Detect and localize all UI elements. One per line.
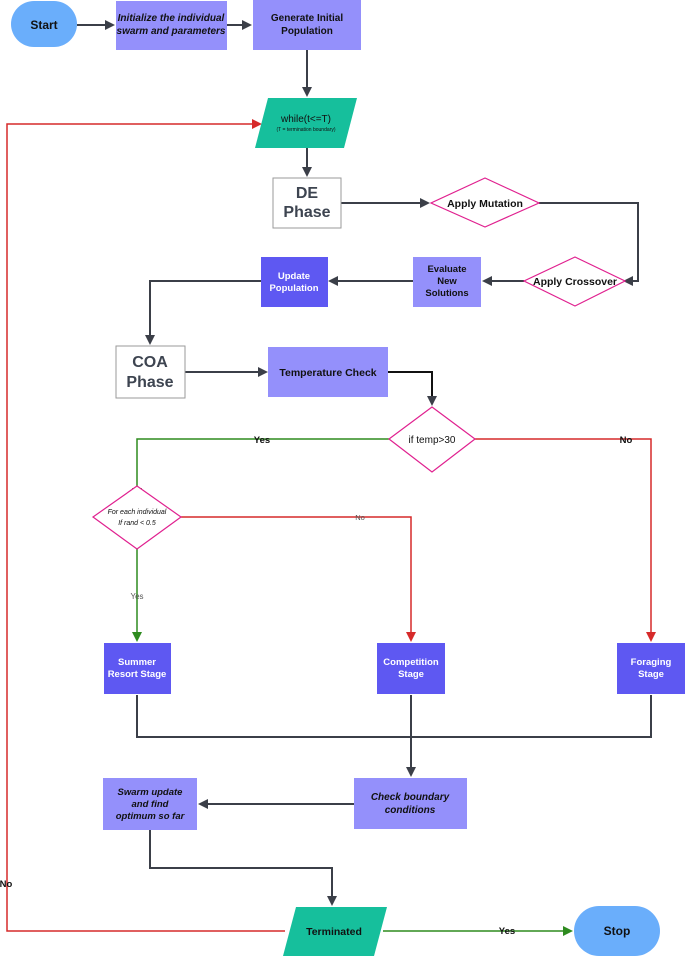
edge-rand-no (181, 516, 416, 642)
edge-temp-yes (132, 438, 389, 498)
stop-label: Stop (604, 924, 631, 938)
edge-summer-merge (136, 695, 652, 738)
boundary-process: Check boundary conditions (354, 778, 467, 829)
evaluate-line2: New (437, 276, 457, 287)
stop-terminal: Stop (574, 906, 660, 956)
rand-decision-line2: If rand < 0.5 (118, 520, 156, 527)
term-no-label: No (0, 879, 13, 890)
coa-phase-line2: Phase (126, 374, 173, 391)
swarm-line2: and find (132, 799, 169, 810)
edge-term-no (6, 119, 285, 932)
summer-line2: Resort Stage (108, 669, 167, 680)
mutation-decision: Apply Mutation (429, 177, 541, 228)
rand-no-label: No (355, 513, 365, 522)
competition-line2: Stage (398, 669, 424, 680)
temp-no-label: No (620, 435, 633, 446)
de-phase-line1: DE (296, 185, 319, 202)
edge-update-coa (145, 280, 261, 345)
summer-process: Summer Resort Stage (104, 643, 171, 694)
generate-label-line2: Population (281, 26, 333, 37)
coa-phase: COA Phase (115, 345, 186, 399)
rand-decision: For each individual If rand < 0.5 (91, 485, 183, 550)
crossover-label: Apply Crossover (533, 276, 617, 288)
foraging-line1: Foraging (631, 657, 672, 668)
term-yes-label: Yes (499, 926, 515, 937)
edge-temp-decision (388, 371, 437, 406)
swarm-update-process: Swarm update and find optimum so far (103, 778, 197, 830)
foraging-process: Foraging Stage (617, 643, 685, 694)
while-sublabel: (T = termination boundary) (277, 127, 336, 133)
foraging-line2: Stage (638, 669, 664, 680)
evaluate-line1: Evaluate (427, 264, 466, 275)
temp-yes-label: Yes (254, 435, 270, 446)
competition-line1: Competition (383, 657, 439, 668)
temp-decision: if temp>30 (388, 406, 476, 473)
competition-process: Competition Stage (377, 643, 445, 694)
init-process: Initialize the individual swarm and para… (116, 1, 227, 50)
swarm-line3: optimum so far (116, 811, 186, 822)
crossover-decision: Apply Crossover (522, 256, 627, 307)
while-loop: while(t<=T) (T = termination boundary) (255, 98, 357, 148)
init-label-line1: Initialize the individual (118, 13, 225, 24)
edges (6, 20, 656, 936)
init-label-line2: swarm and parameters (117, 26, 226, 37)
start-label: Start (30, 18, 57, 32)
temp-decision-label: if temp>30 (409, 435, 456, 446)
boundary-line2: conditions (385, 805, 436, 816)
start-terminal: Start (11, 1, 77, 47)
terminated-decision: Terminated (283, 907, 387, 956)
mutation-label: Apply Mutation (447, 198, 523, 210)
update-line1: Update (278, 271, 310, 282)
generate-label-line1: Generate Initial (271, 13, 343, 24)
evaluate-process: Evaluate New Solutions (413, 257, 481, 307)
de-phase: DE Phase (272, 177, 342, 229)
summer-line1: Summer (118, 657, 156, 668)
terminated-label: Terminated (306, 926, 362, 938)
rand-yes-label: Yes (130, 592, 143, 601)
generate-process: Generate Initial Population (253, 0, 361, 50)
edge-swarm-terminated (149, 830, 337, 906)
temp-check-label: Temperature Check (279, 367, 376, 379)
de-phase-line2: Phase (283, 204, 330, 221)
edge-mutation-crossover (539, 202, 639, 286)
while-label: while(t<=T) (280, 114, 331, 125)
update-process: Update Population (261, 257, 328, 307)
evaluate-line3: Solutions (425, 288, 468, 299)
boundary-line1: Check boundary (371, 792, 450, 803)
edge-labels: Yes No Yes No Yes No (0, 435, 633, 937)
temp-check-process: Temperature Check (268, 347, 388, 397)
update-line2: Population (269, 283, 318, 294)
edge-temp-no (475, 438, 656, 642)
coa-phase-line1: COA (132, 354, 168, 371)
rand-decision-line1: For each individual (108, 509, 167, 516)
swarm-line1: Swarm update (118, 787, 184, 798)
